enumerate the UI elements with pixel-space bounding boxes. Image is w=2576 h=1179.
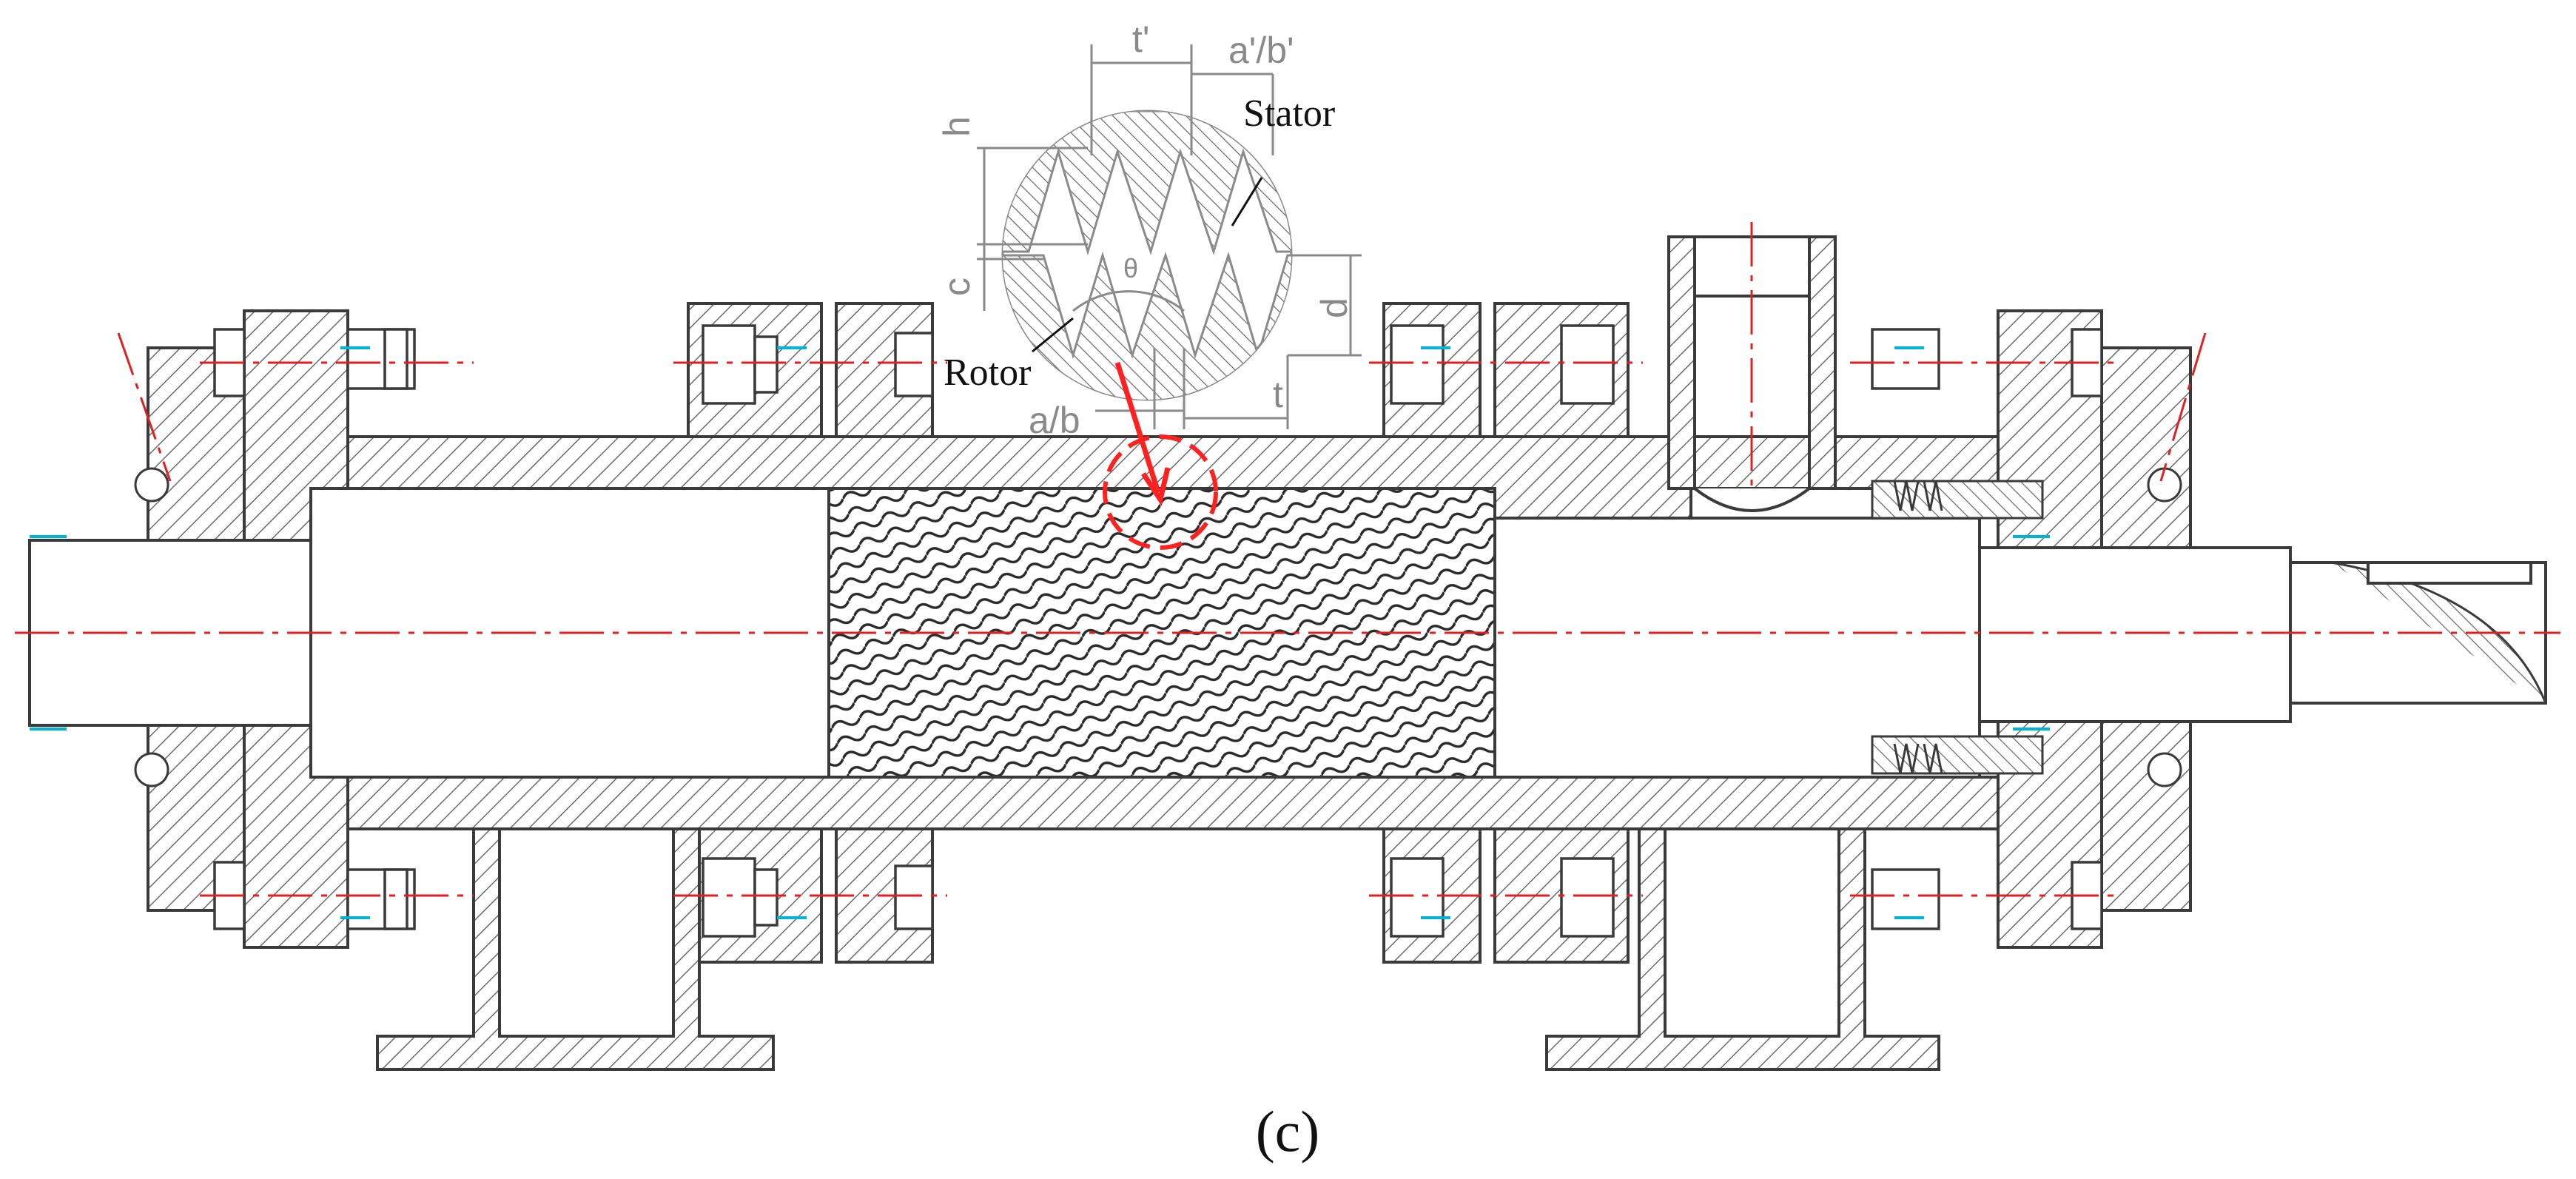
label-c: c [936,278,978,296]
bearing-left-bottom [134,752,169,787]
bearing-left-top [134,467,169,503]
label-a-b-prime: a'/b' [1228,30,1294,71]
rotor-teeth [1003,251,1291,400]
mechanical-seal-top [1871,480,2044,520]
center-lines [15,222,2560,897]
bolt-group-left-top [213,328,416,397]
bearing-right-bottom [2147,752,2182,787]
focus-circle [1103,434,1218,550]
label-t: t [1273,374,1283,415]
bolt-group-mid-top [702,324,1615,405]
dimension-lines [977,44,1362,429]
label-a-b: a/b [1029,400,1080,441]
focus-marker [1103,361,1218,550]
label-t-prime: t' [1132,19,1149,60]
support-foot-left [376,827,775,1071]
rotor-leader [1032,317,1074,353]
detail-view: t' a'/b' h c d θ t a/b Stator Rotor [936,19,1362,441]
bearing-right-top [2147,467,2182,503]
label-d: d [1314,298,1355,318]
accent-lines [30,346,2050,919]
label-theta: θ [1123,253,1138,283]
label-stator: Stator [1243,93,1335,135]
bore-right [1490,517,1981,779]
support-foot-right [1545,827,1940,1071]
label-rotor: Rotor [944,352,1031,394]
stator-teeth [1003,111,1291,256]
label-h: h [936,116,978,137]
shaft-right-end [1978,546,2292,723]
housing-bottom-wall [309,776,2000,830]
stator-leader [1231,177,1263,226]
figure-caption: (c) [1256,1099,1320,1163]
bolt-group-mid-bottom [702,857,1615,938]
focus-arrow [1114,361,1161,494]
